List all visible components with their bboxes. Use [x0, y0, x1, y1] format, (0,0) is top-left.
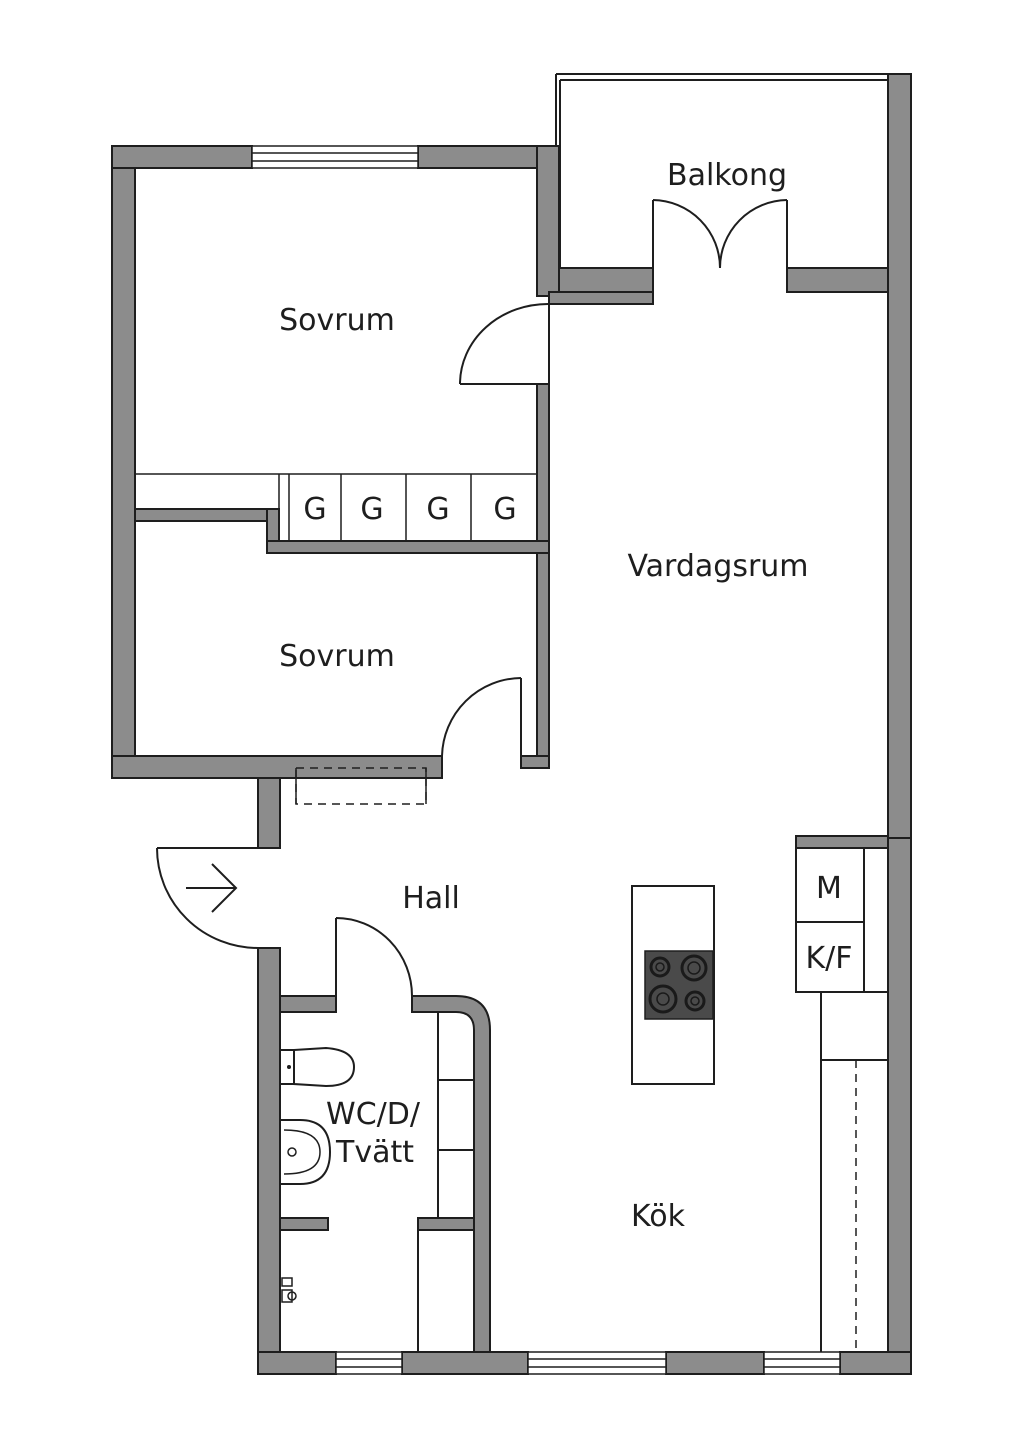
doors — [156, 199, 788, 997]
microwave-label: M — [816, 871, 842, 906]
wardrobes: G G G G — [135, 473, 537, 541]
room-label-wc-line1: WC/D/ — [326, 1097, 421, 1132]
wardrobe-label: G — [493, 492, 516, 527]
room-label-balkong: Balkong — [667, 158, 787, 193]
window-kok-2 — [763, 1351, 841, 1375]
windows — [251, 73, 888, 1375]
room-label-sovrum-top: Sovrum — [279, 303, 395, 338]
window-bath — [335, 1351, 403, 1375]
fridge-freezer-label: K/F — [805, 941, 852, 976]
room-label-wc-line2: Tvätt — [335, 1135, 414, 1170]
walls — [111, 73, 912, 1375]
faucet-icon — [281, 1277, 297, 1303]
kitchen-island — [631, 885, 715, 1085]
wardrobe-label: G — [360, 492, 383, 527]
toilet-icon — [279, 1046, 356, 1088]
wardrobe-label: G — [303, 492, 326, 527]
wardrobe-label: G — [426, 492, 449, 527]
balcony-door — [652, 199, 788, 269]
sovrum-top-door — [459, 302, 550, 385]
balcony-railing — [555, 73, 888, 268]
room-label-vardagsrum: Vardagsrum — [627, 549, 808, 584]
bathroom-door — [335, 917, 413, 997]
entrance-arrow-icon — [186, 863, 238, 913]
entrance-door — [156, 847, 259, 949]
sovrum-bottom-door — [441, 677, 522, 768]
room-label-sovrum-bottom: Sovrum — [279, 639, 395, 674]
room-labels: Balkong Sovrum Sovrum Vardagsrum Hall WC… — [279, 158, 808, 1234]
room-label-kok: Kök — [631, 1199, 686, 1234]
hall-shelf — [295, 767, 427, 805]
window-kok-1 — [527, 1351, 667, 1375]
room-label-hall: Hall — [402, 881, 460, 916]
kitchen-counter: M K/F — [795, 847, 888, 1352]
window-sovrum-top — [251, 145, 419, 169]
bathroom-fixtures — [279, 1012, 474, 1352]
sink-icon — [280, 1119, 332, 1185]
